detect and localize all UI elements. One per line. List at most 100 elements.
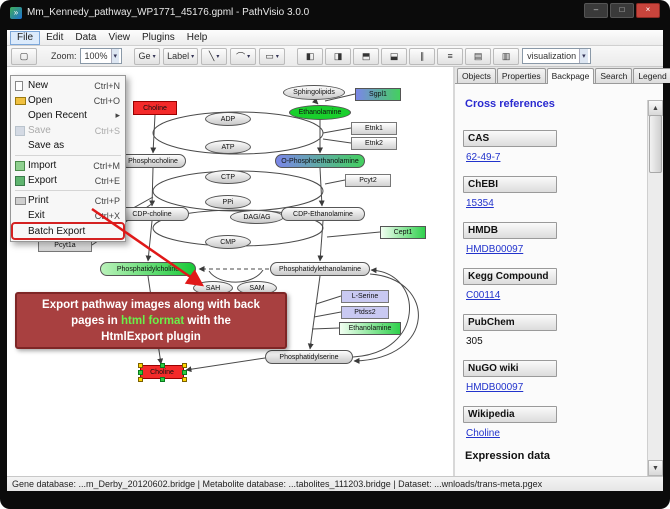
tab-backpage[interactable]: Backpage: [546, 68, 595, 84]
new-file-button[interactable]: ▢: [11, 47, 37, 65]
pathway-node-cept1[interactable]: Cept1: [380, 226, 426, 239]
xref-link[interactable]: 62-49-7: [466, 152, 501, 163]
selection-handle[interactable]: [182, 377, 187, 382]
file-menu-item-batch-export[interactable]: Batch Export: [11, 222, 125, 240]
pathway-edge: [150, 114, 157, 154]
file-menu-item-open-recent[interactable]: Open Recent▸: [12, 108, 124, 123]
menu-file[interactable]: File: [10, 30, 41, 45]
selection-handle[interactable]: [182, 363, 187, 368]
save-icon: [15, 125, 28, 136]
tab-search[interactable]: Search: [595, 68, 633, 83]
selection-handle[interactable]: [138, 377, 143, 382]
xref-link[interactable]: C00114: [466, 290, 501, 301]
pathway-node-ppi[interactable]: PPi: [205, 195, 251, 209]
pathway-edge: [324, 93, 356, 102]
pathway-node-phosphocholine[interactable]: Phosphocholine: [120, 154, 186, 168]
xref-link[interactable]: HMDB00097: [466, 244, 524, 255]
align-top-button[interactable]: ⬒: [353, 47, 380, 65]
minimize-button[interactable]: –: [584, 3, 608, 18]
xref-link[interactable]: 15354: [466, 198, 494, 209]
shape-tool[interactable]: ▭▾: [259, 47, 286, 65]
xref-link[interactable]: Choline: [466, 428, 500, 439]
menu-help[interactable]: Help: [186, 31, 208, 43]
pathway-node-choline-top[interactable]: Choline: [133, 101, 177, 115]
chevron-down-icon: ▾: [191, 53, 195, 60]
expression-data-heading: Expression data: [465, 450, 550, 462]
scrollbar-thumb[interactable]: [649, 115, 662, 173]
pathway-node-etnk2[interactable]: Etnk2: [351, 137, 397, 150]
scroll-down-icon[interactable]: ▼: [648, 460, 663, 476]
selection-handle[interactable]: [160, 377, 165, 382]
zoom-combobox[interactable]: 100% ▾: [79, 48, 123, 64]
pathway-node-ctp[interactable]: CTP: [205, 170, 251, 184]
pathway-node-adp[interactable]: ADP: [205, 112, 251, 126]
scroll-up-icon[interactable]: ▲: [648, 100, 663, 116]
pathway-node-o-phosphoethanolamine[interactable]: O-Phosphoethanolamine: [275, 154, 365, 168]
pathway-node-cdp-choline[interactable]: CDP-choline: [115, 207, 189, 221]
xref-value: 305: [466, 336, 483, 347]
open-folder-icon-shape: [15, 96, 26, 105]
tab-objects[interactable]: Objects: [457, 68, 496, 83]
pathway-node-l-serine[interactable]: L-Serine: [341, 290, 389, 303]
pathway-node-pcyt2[interactable]: Pcyt2: [345, 174, 391, 187]
pathway-node-etnk1[interactable]: Etnk1: [351, 122, 397, 135]
pathway-node-ethanolamine-gene[interactable]: Ethanolamine: [339, 322, 401, 335]
distribute-vertical-button[interactable]: ≡: [437, 47, 464, 65]
distribute-horizontal-button[interactable]: ∥: [409, 47, 436, 65]
pathway-node-ethanolamine-metabolite[interactable]: Ethanolamine: [289, 105, 351, 120]
menu-view[interactable]: View: [108, 31, 130, 43]
pathway-edge: [311, 327, 340, 330]
align-bottom-button[interactable]: ⬓: [381, 47, 408, 65]
stack-horizontal-button[interactable]: ▤: [465, 47, 492, 65]
save-icon-shape: [15, 125, 25, 136]
pathway-node-ptdss2[interactable]: Ptdss2: [341, 306, 389, 319]
backpage-scrollbar[interactable]: ▲ ▼: [647, 100, 663, 476]
menu-item-label: Open Recent: [28, 110, 87, 121]
menu-item-shortcut: Ctrl+N: [94, 80, 120, 91]
xref-header: Wikipedia: [463, 406, 557, 423]
align-left-button[interactable]: ◧: [297, 47, 324, 65]
selection-handle[interactable]: [160, 363, 165, 368]
pathway-node-atp[interactable]: ATP: [205, 140, 251, 154]
pathway-node-cdp-ethanolamine[interactable]: CDP-Ethanolamine: [281, 207, 365, 221]
menu-plugins[interactable]: Plugins: [141, 31, 175, 43]
file-menu-item-save-as[interactable]: Save as: [12, 138, 124, 153]
menu-data[interactable]: Data: [75, 31, 97, 43]
visualization-combobox[interactable]: visualization ▾: [522, 48, 591, 64]
tab-legend[interactable]: Legend: [633, 68, 670, 83]
label-tool[interactable]: Label▾: [163, 47, 199, 65]
menu-edit[interactable]: Edit: [46, 31, 64, 43]
align-right-button[interactable]: ◨: [325, 47, 352, 65]
close-button[interactable]: ×: [636, 3, 660, 18]
stack-vertical-glyph: ▥: [501, 50, 511, 61]
gene-product-tool[interactable]: Ge▾: [134, 47, 161, 65]
pathway-node-phosphatidylserine[interactable]: Phosphatidylserine: [265, 350, 353, 364]
maximize-button[interactable]: □: [610, 3, 634, 18]
stack-vertical-button[interactable]: ▥: [493, 47, 520, 65]
pathway-edge: [315, 295, 342, 305]
selection-handle[interactable]: [182, 370, 187, 375]
selection-handle[interactable]: [138, 363, 143, 368]
line-tool[interactable]: ╲▾: [201, 47, 228, 65]
export-icon: [15, 175, 28, 186]
tab-properties[interactable]: Properties: [496, 68, 546, 83]
pathway-node-sphingolipids[interactable]: Sphingolipids: [283, 85, 345, 100]
xref-link[interactable]: HMDB00097: [466, 382, 524, 393]
selection-handle[interactable]: [138, 370, 143, 375]
pathway-node-sgpl1[interactable]: Sgpl1: [355, 88, 401, 101]
pathway-node-cmp[interactable]: CMP: [205, 235, 251, 249]
pathway-node-dag[interactable]: DAG/AG: [230, 210, 284, 224]
pathway-node-choline-bottom[interactable]: Choline: [138, 363, 187, 382]
pathway-node-phosphatidylethanolamine[interactable]: Phosphatidylethanolamine: [270, 262, 370, 276]
chevron-down-icon: ▾: [579, 49, 588, 63]
arc-tool[interactable]: ⌒▾: [230, 47, 257, 65]
pathway-node-phosphatidylcholine[interactable]: Phosphatidylcholine: [100, 262, 196, 276]
